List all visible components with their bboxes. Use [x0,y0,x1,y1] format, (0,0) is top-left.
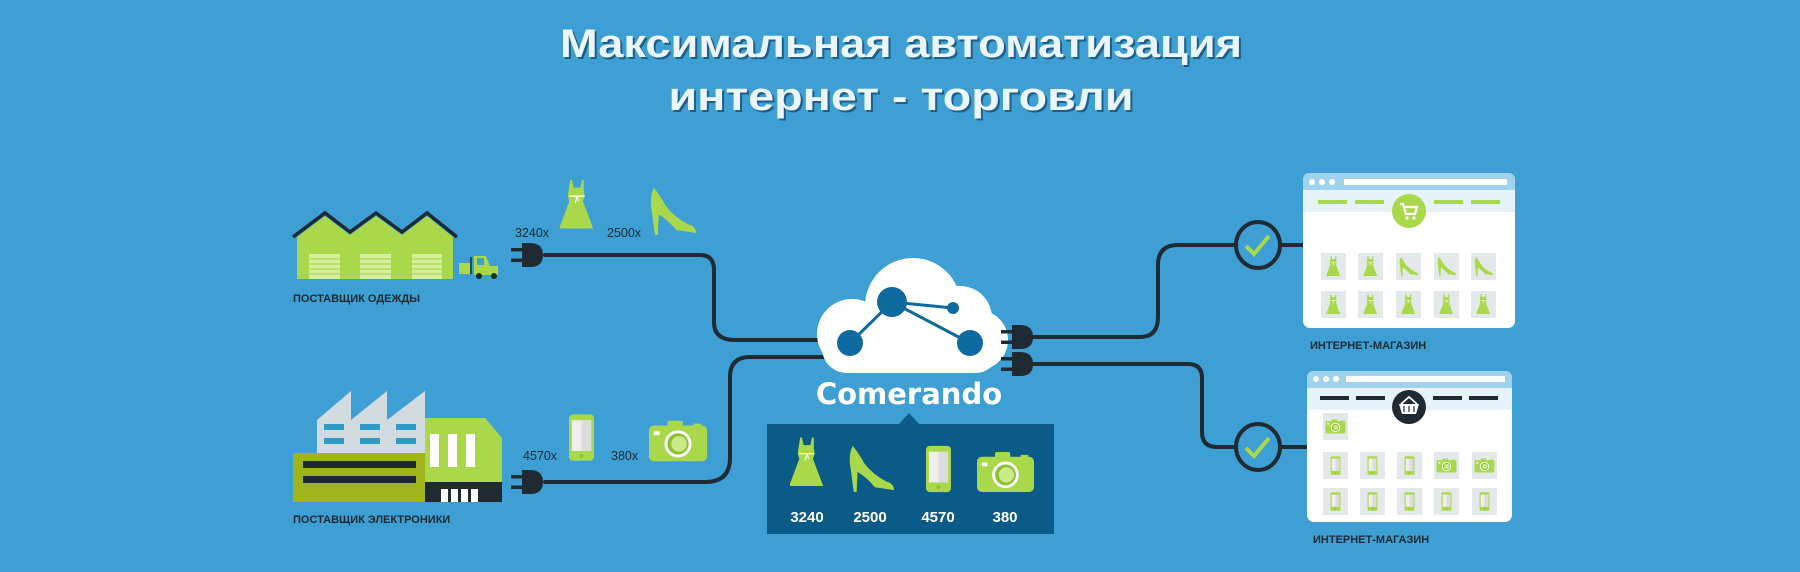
product-tile [1471,291,1496,318]
store-label: ИНТЕРНЕТ-МАГАЗИН [1313,534,1429,546]
title-line-1: Максимальная автоматизация [560,22,1242,66]
hub-dress-count: 3240 [790,509,823,526]
hub-name: Comerando [816,377,1002,411]
electronics-supplier-label: ПОСТАВЩИК ЭЛЕКТРОНИКИ [293,514,450,526]
dress-icon [560,179,594,230]
tile-background [1434,253,1459,280]
page-title: Максимальная автоматизация интернет - то… [560,22,1242,119]
camera-icon [977,452,1034,492]
product-tile [1360,452,1385,479]
product-tile [1434,452,1459,479]
product-tile [1323,413,1348,440]
forklift-icon [459,256,498,279]
dress-count: 3240x [515,226,550,240]
shopping-basket-icon [1392,390,1426,424]
product-tile [1472,452,1497,479]
product-tile [1434,488,1459,515]
product-tile [1434,291,1459,318]
phone-icon [1404,492,1415,511]
check-circle-icon [1234,422,1282,472]
camera-icon [1325,419,1346,434]
hub-camera-count: 380 [992,509,1017,526]
plug-icon [511,243,543,267]
product-tile [1321,253,1346,280]
camera-count: 380x [611,449,639,463]
plug-icon [511,470,543,494]
product-tile [1396,253,1421,280]
phone-icon [1367,456,1378,475]
network-icon [837,287,983,356]
electronics-supplier: ПОСТАВЩИК ЭЛЕКТРОНИКИ 4570x 380x [293,391,707,526]
high-heel-icon [650,187,697,236]
online-store-clothing: ИНТЕРНЕТ-МАГАЗИН [1303,173,1515,352]
product-tile [1323,488,1348,515]
online-store-electronics: ИНТЕРНЕТ-МАГАЗИН [1307,371,1512,546]
phone-icon [1367,492,1378,511]
product-tile [1360,488,1385,515]
heel-count: 2500x [607,226,642,240]
product-tile [1358,253,1383,280]
tile-background [1471,253,1496,280]
hub-heel-count: 2500 [853,509,886,526]
phone-icon [569,414,594,461]
product-tile [1396,291,1421,318]
shopping-cart-icon [1392,194,1426,228]
clothing-supplier: ПОСТАВЩИК ОДЕЖДЫ 3240x 2500x [291,179,697,305]
product-tile [1472,488,1497,515]
check-circle-icon [1234,220,1282,270]
tile-background [1396,253,1421,280]
hub-summary-box: 3240 2500 4570 380 [767,413,1054,534]
product-grid [1323,413,1497,515]
product-grid [1321,253,1496,318]
camera-icon [649,420,707,462]
camera-icon [1436,458,1457,473]
product-tile [1323,452,1348,479]
phone-icon [1330,456,1341,475]
phone-icon [1404,456,1415,475]
clothing-supplier-label: ПОСТАВЩИК ОДЕЖДЫ [293,293,420,305]
phone-icon [1330,492,1341,511]
plug-icon [1001,352,1033,376]
phone-icon [1479,492,1490,511]
phone-count: 4570x [523,449,558,463]
wire-electronics-to-hub [543,355,832,484]
wire-hub-to-store-2 [1031,362,1310,449]
hub-phone-count: 4570 [921,509,954,526]
product-tile [1471,253,1496,280]
store-label: ИНТЕРНЕТ-МАГАЗИН [1310,340,1426,352]
product-tile [1358,291,1383,318]
phone-icon [926,445,951,493]
wire-clothing-to-hub [543,253,832,342]
factory-icon [293,391,502,502]
wire-hub-to-store-1 [1031,243,1307,339]
product-tile [1397,452,1422,479]
warehouse-icon [291,210,459,279]
comerando-hub: Comerando 3240 2500 4570 380 [767,258,1054,534]
phone-icon [1441,492,1452,511]
camera-icon [1474,458,1495,473]
title-line-2: интернет - торговли [669,75,1134,119]
product-tile [1434,253,1459,280]
cloud-icon [817,258,1008,373]
product-tile [1321,291,1346,318]
product-tile [1397,488,1422,515]
